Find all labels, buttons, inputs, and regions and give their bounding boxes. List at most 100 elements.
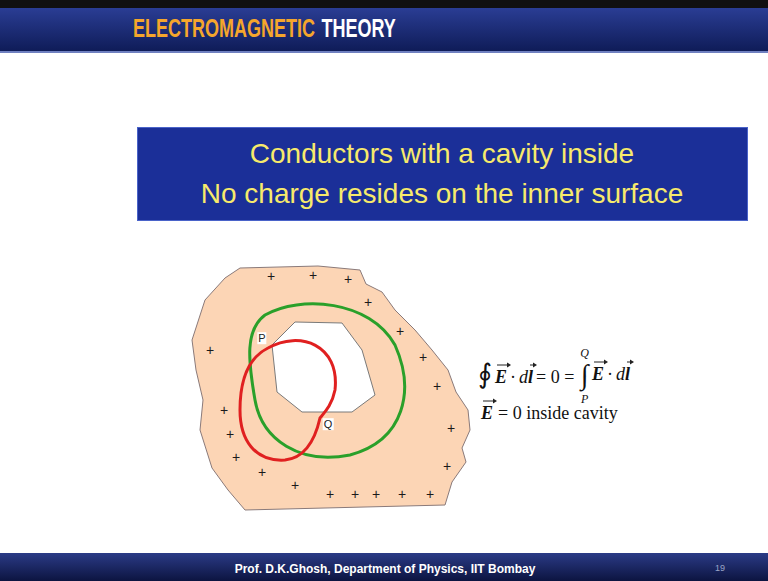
title-row: ELECTROMAGNETICTHEORY — [133, 15, 396, 43]
math-operator-text: · — [607, 364, 613, 384]
cavity — [272, 322, 375, 412]
vector-symbol-text: l — [625, 364, 630, 384]
conductor-body — [192, 266, 470, 510]
charge-sign: + — [232, 448, 240, 466]
charge-sign-text: + — [433, 378, 441, 394]
footer-credit-text: Prof. D.K.Ghosh, Department of Physics, … — [235, 562, 536, 576]
integral-limit-text: Q — [580, 346, 589, 360]
charge-sign: + — [206, 341, 214, 359]
slide-title-word-text: ELECTROMAGNETIC — [133, 14, 315, 42]
math-operator: · — [510, 368, 516, 388]
charge-sign-text: + — [326, 486, 334, 502]
heading-text: Conductors with a cavity inside — [250, 134, 634, 174]
charge-sign-text: + — [447, 420, 455, 436]
vector-arrow-head — [507, 362, 511, 367]
charge-sign-text: + — [443, 458, 451, 474]
charge-sign-text: + — [206, 342, 214, 358]
equation-row: E= 0 inside cavity — [481, 404, 618, 424]
charge-sign: + — [396, 322, 404, 340]
vector-arrow-head — [533, 362, 537, 367]
heading-box: Conductors with a cavity insideNo charge… — [137, 127, 748, 221]
charge-sign: + — [220, 401, 228, 419]
charge-sign: + — [309, 266, 317, 284]
math-operator-text: · — [510, 367, 516, 387]
contour-integral-sign-text: ∮ — [478, 359, 492, 389]
loop-through-cavity — [240, 341, 335, 461]
charge-sign: + — [267, 267, 275, 285]
charge-sign-text: + — [291, 477, 299, 493]
charge-sign: + — [372, 485, 380, 503]
charge-sign-text: + — [309, 267, 317, 283]
charge-sign-text: + — [232, 449, 240, 465]
math-variable: d — [519, 368, 528, 388]
charge-sign: + — [226, 425, 234, 443]
equation-part: ∮E·dl= 0 = — [478, 360, 577, 390]
title-band-rule — [0, 51, 768, 53]
slide-title-word: THEORY — [321, 15, 395, 43]
charge-sign-text: + — [267, 268, 275, 284]
charge-sign: + — [426, 485, 434, 503]
equation-text: = 0 inside cavity — [498, 404, 618, 424]
charge-sign: + — [258, 463, 266, 481]
charge-sign: + — [398, 485, 406, 503]
math-variable-text: d — [519, 367, 528, 387]
closed-loop-in-conductor — [250, 304, 405, 457]
charge-sign: + — [419, 348, 427, 366]
title-band — [0, 8, 768, 51]
slide-title-word: ELECTROMAGNETIC — [133, 15, 315, 43]
heading-text: No charge resides on the inner surface — [201, 174, 684, 214]
vector-symbol-text: E — [481, 403, 493, 423]
page-number-text: 19 — [715, 563, 725, 573]
integral-limit: Q — [580, 343, 589, 361]
math-variable-text: d — [616, 364, 625, 384]
math-operator-text: = 0 = — [536, 367, 574, 387]
vector-arrow-head — [604, 359, 608, 364]
point-label-text: Q — [323, 418, 334, 430]
charge-sign-text: + — [344, 271, 352, 287]
math-operator: · — [607, 365, 613, 385]
point-label-text: P — [257, 332, 266, 344]
vector-arrow-head — [493, 399, 497, 404]
vector-symbol-text: l — [528, 367, 533, 387]
vector-symbol: l — [625, 365, 630, 385]
equation-part: E·dl — [592, 365, 630, 385]
footer-credit: Prof. D.K.Ghosh, Department of Physics, … — [235, 559, 536, 577]
equation-text-text: = 0 inside cavity — [498, 403, 618, 423]
footer-band — [0, 553, 768, 581]
charge-sign: + — [291, 476, 299, 494]
charge-sign-text: + — [226, 426, 234, 442]
vector-symbol: l — [528, 368, 533, 388]
vector-symbol: E — [481, 404, 493, 424]
contour-integral-sign: ∮ — [478, 360, 492, 390]
integral-sign: ∫ — [581, 361, 589, 389]
charge-sign-text: + — [220, 402, 228, 418]
point-label: Q — [323, 414, 334, 432]
charge-sign-text: + — [258, 464, 266, 480]
math-operator: = 0 = — [536, 368, 574, 388]
charge-sign-text: + — [396, 323, 404, 339]
charge-sign-text: + — [372, 486, 380, 502]
charge-sign-text: + — [419, 349, 427, 365]
charge-sign: + — [351, 485, 359, 503]
charge-sign: + — [447, 419, 455, 437]
point-label: P — [257, 328, 266, 346]
vector-symbol: E — [592, 365, 604, 385]
charge-sign: + — [326, 485, 334, 503]
math-variable: d — [616, 365, 625, 385]
slide-title-word-text: THEORY — [321, 14, 395, 42]
charge-sign-text: + — [398, 486, 406, 502]
charge-sign: + — [364, 293, 372, 311]
charge-sign-text: + — [351, 486, 359, 502]
equation-row: ∮E·dl= 0 = Q∫P E·dl — [478, 343, 630, 406]
charge-sign: + — [344, 270, 352, 288]
charge-sign: + — [433, 377, 441, 395]
vector-symbol-text: E — [592, 364, 604, 384]
top-strip — [0, 0, 768, 8]
charge-sign-text: + — [364, 294, 372, 310]
integral-with-limits: Q∫P — [580, 343, 589, 406]
vector-arrow-head — [630, 359, 634, 364]
vector-symbol: E — [495, 368, 507, 388]
vector-symbol-text: E — [495, 367, 507, 387]
charge-sign: + — [443, 457, 451, 475]
